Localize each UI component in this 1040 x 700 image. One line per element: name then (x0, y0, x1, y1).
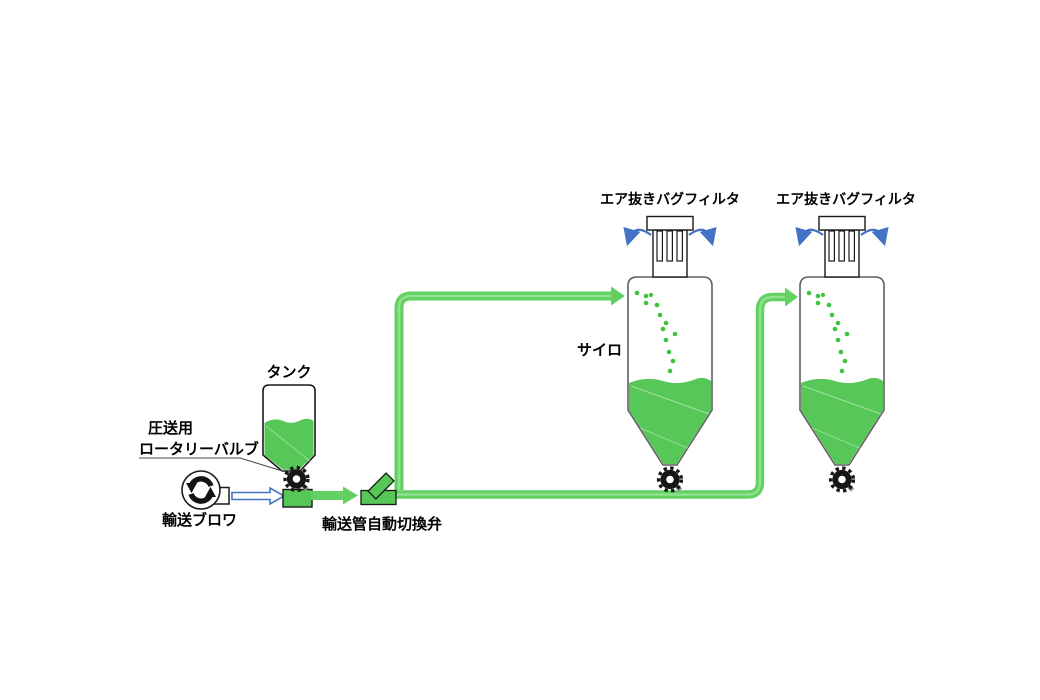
valve-housing (282, 488, 313, 508)
blower-rotor-icon (186, 476, 216, 504)
tank: タンク (262, 364, 316, 472)
air-flow-arrow (231, 486, 286, 506)
blower-label: 輸送ブロワ (162, 511, 237, 529)
silo-label: サイロ (577, 342, 622, 359)
diverter-valve: 輸送管自動切換弁 (322, 472, 442, 533)
tank-contents (264, 418, 314, 470)
leader-line (139, 457, 290, 474)
pipe-2-arrowhead (785, 287, 798, 307)
diverter-branch (367, 472, 395, 500)
pipe-to-silo-2 (394, 287, 798, 499)
bag-filter-2 (801, 217, 884, 278)
silo-2 (800, 277, 884, 492)
tank-label: タンク (266, 364, 311, 381)
bag-filter-2-label: エア抜きバグフィルタ (776, 191, 916, 207)
pressure-rotary-valve: 圧送用 ロータリーバルブ (139, 419, 313, 508)
pipe-1-arrowhead (611, 286, 625, 306)
pipe-arrow-to-diverter (311, 486, 358, 505)
diverter-valve-label: 輸送管自動切換弁 (322, 515, 442, 533)
pipe-to-silo-1 (394, 286, 625, 490)
bag-filter-1-label: エア抜きバグフィルタ (600, 191, 740, 207)
rotary-valve-label-line2: ロータリーバルブ (139, 440, 259, 458)
silo-1 (628, 277, 712, 492)
bag-filter-1 (629, 217, 712, 278)
rotary-valve-label-line1: 圧送用 (148, 419, 193, 437)
blower: 輸送ブロワ (162, 470, 237, 529)
